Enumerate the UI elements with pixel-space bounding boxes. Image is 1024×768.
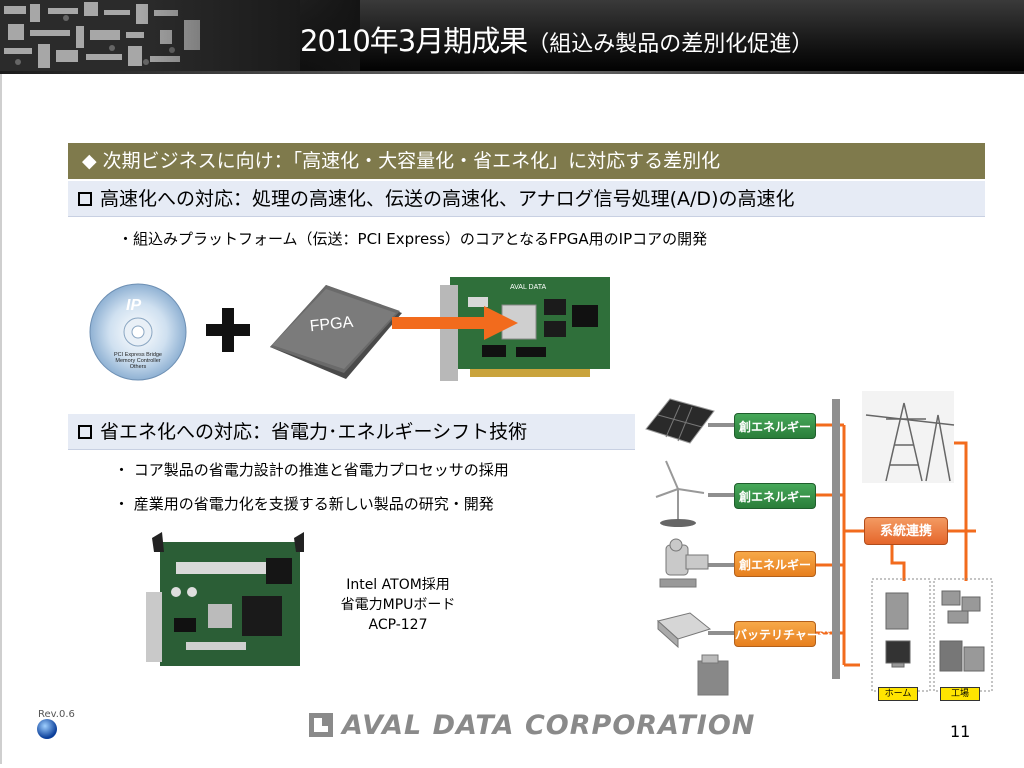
globe-logo-icon — [37, 719, 57, 739]
energy-bullet-2: ・ 産業用の省電力化を支援する新しい製品の研究・開発 — [114, 495, 494, 513]
cd-line-1: PCI Express Bridge — [114, 352, 162, 358]
energy-bullet-1: ・ コア製品の省電力設計の推進と省電力プロセッサの採用 — [114, 461, 509, 479]
slide-header: 2010年3月期成果（組込み製品の差別化促進） — [0, 0, 1024, 74]
wind-turbine-icon — [655, 460, 705, 527]
board-caption-line-1: Intel ATOM採用 — [346, 577, 450, 593]
slide-title-sub: （組込み製品の差別化促進） — [527, 32, 814, 57]
board-caption: Intel ATOM採用 省電力MPUボード ACP-127 — [318, 575, 478, 635]
cd-line-3: Others — [130, 364, 147, 370]
cd-line-2: Memory Controller — [115, 358, 160, 364]
checkbox-square-icon — [78, 192, 92, 206]
battery-charger-icon — [656, 612, 729, 696]
energy-box-1: 創エネルギー — [734, 413, 816, 439]
section-header-text: 次期ビジネスに向け：「高速化・大容量化・省エネ化」に対応する差別化 — [102, 150, 721, 172]
header-underline — [0, 71, 1024, 74]
energy-heading-bar: 省エネ化への対応：省電力･エネルギーシフト技術 — [68, 414, 635, 450]
slide-title: 2010年3月期成果（組込み製品の差別化促進） — [300, 18, 813, 60]
battery-charge-box: バッテリチャージ — [734, 621, 831, 647]
fpga-chip-label: FPGA — [309, 314, 354, 335]
factory-machines-icon — [939, 590, 985, 672]
header-fade — [140, 0, 360, 74]
cd-label-big: IP — [126, 297, 141, 314]
plus-icon — [206, 308, 250, 352]
section-header-bar: ◆ 次期ビジネスに向け：「高速化・大容量化・省エネ化」に対応する差別化 — [68, 143, 985, 179]
home-tag: ホーム — [878, 687, 918, 701]
checkbox-square-icon — [78, 425, 92, 439]
company-name: AVAL DATA CORPORATION — [342, 710, 756, 741]
energy-system-diagram: 創エネルギー 創エネルギー 創エネルギー バッテリチャージ 系統連携 ホーム 工… — [636, 385, 996, 710]
energy-box-2: 創エネルギー — [734, 483, 816, 509]
atom-mpu-board-image — [146, 532, 304, 666]
generator-icon — [659, 538, 709, 588]
energy-diagram-graphics — [645, 391, 993, 696]
diamond-bullet-icon: ◆ — [82, 150, 97, 172]
page-number: 11 — [950, 722, 971, 741]
speed-heading-text: 高速化への対応：処理の高速化、伝送の高速化、アナログ信号処理(A/D)の高速化 — [100, 188, 795, 210]
fpga-chip-image: FPGA — [270, 285, 402, 379]
pcb-label: AVAL DATA — [510, 284, 547, 291]
power-pylon-icon — [862, 391, 955, 483]
factory-tag: 工場 — [940, 687, 980, 701]
slide-title-main: 2010年3月期成果 — [300, 24, 528, 58]
company-mark-icon — [309, 713, 333, 737]
energy-heading-text: 省エネ化への対応：省電力･エネルギーシフト技術 — [100, 421, 528, 443]
left-rule — [0, 74, 2, 764]
speed-bullet: ・組込みプラットフォーム（伝送：PCI Express）のコアとなるFPGA用の… — [118, 230, 708, 248]
board-caption-line-3: ACP-127 — [368, 617, 428, 633]
board-caption-line-2: 省電力MPUボード — [340, 597, 456, 613]
grid-connection-box: 系統連携 — [864, 517, 948, 545]
speed-heading-bar: 高速化への対応：処理の高速化、伝送の高速化、アナログ信号処理(A/D)の高速化 — [68, 181, 985, 217]
revision-label: Rev.0.6 — [38, 709, 75, 720]
arrow-right-icon — [392, 306, 518, 340]
ip-core-cd-image: IP PCI Express Bridge Memory Controller … — [89, 283, 187, 381]
home-devices-icon — [885, 592, 911, 668]
solar-panel-icon — [645, 398, 715, 444]
energy-box-3: 創エネルギー — [734, 551, 816, 577]
